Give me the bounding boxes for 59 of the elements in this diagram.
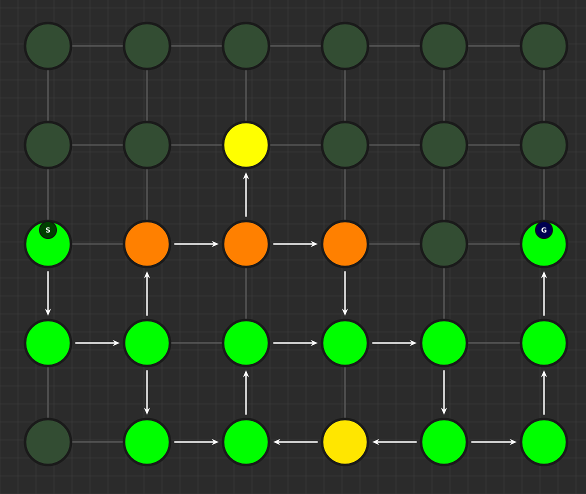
connector-line (171, 144, 222, 146)
grid-node (24, 22, 72, 70)
connector-line (369, 45, 420, 47)
grid-node (420, 220, 468, 268)
connector-line (72, 441, 123, 443)
grid-node (222, 120, 270, 170)
connector-line (344, 70, 346, 121)
connector-line (146, 70, 148, 121)
connector-line (72, 243, 123, 245)
grid-node (320, 318, 370, 368)
connector-line (171, 45, 222, 47)
grid-node (320, 22, 370, 70)
connector-line (72, 45, 123, 47)
grid-node (520, 418, 568, 466)
grid-node (222, 22, 270, 70)
grid-node (320, 418, 370, 466)
grid-node (122, 318, 172, 368)
connector-line (369, 144, 420, 146)
connector-line (443, 268, 445, 319)
connector-line (443, 169, 445, 220)
connector-line (468, 342, 520, 344)
grid-node (122, 22, 172, 70)
connector-line (47, 169, 49, 220)
grid-node (520, 120, 568, 170)
grid-node (222, 418, 270, 466)
connector-line (171, 342, 222, 344)
connector-line (443, 70, 445, 121)
grid-node (222, 220, 270, 268)
connector-line (146, 169, 148, 220)
grid-node (420, 418, 468, 466)
grid-node (420, 22, 468, 70)
grid-node (320, 220, 370, 268)
grid-node (24, 120, 72, 170)
connector-line (543, 169, 545, 220)
grid-node (520, 22, 568, 70)
connector-line (245, 70, 247, 121)
connector-line (344, 367, 346, 418)
connector-line (344, 169, 346, 220)
grid-node (122, 220, 172, 268)
grid-node (520, 318, 568, 368)
connector-line (270, 144, 321, 146)
grid-node (24, 418, 72, 466)
grid-node (24, 318, 72, 368)
grid-node (122, 120, 172, 170)
grid-node (222, 318, 270, 368)
connector-line (543, 70, 545, 121)
grid-node (320, 120, 370, 170)
connector-line (468, 45, 520, 47)
connector-line (468, 144, 520, 146)
grid-node (420, 318, 468, 368)
connector-line (270, 45, 321, 47)
connector-line (47, 367, 49, 418)
connector-line (72, 144, 123, 146)
connector-line (245, 268, 247, 319)
connector-line (47, 70, 49, 121)
grid-node (122, 418, 172, 466)
grid-node (420, 120, 468, 170)
connector-line (468, 243, 520, 245)
connector-line (369, 243, 420, 245)
